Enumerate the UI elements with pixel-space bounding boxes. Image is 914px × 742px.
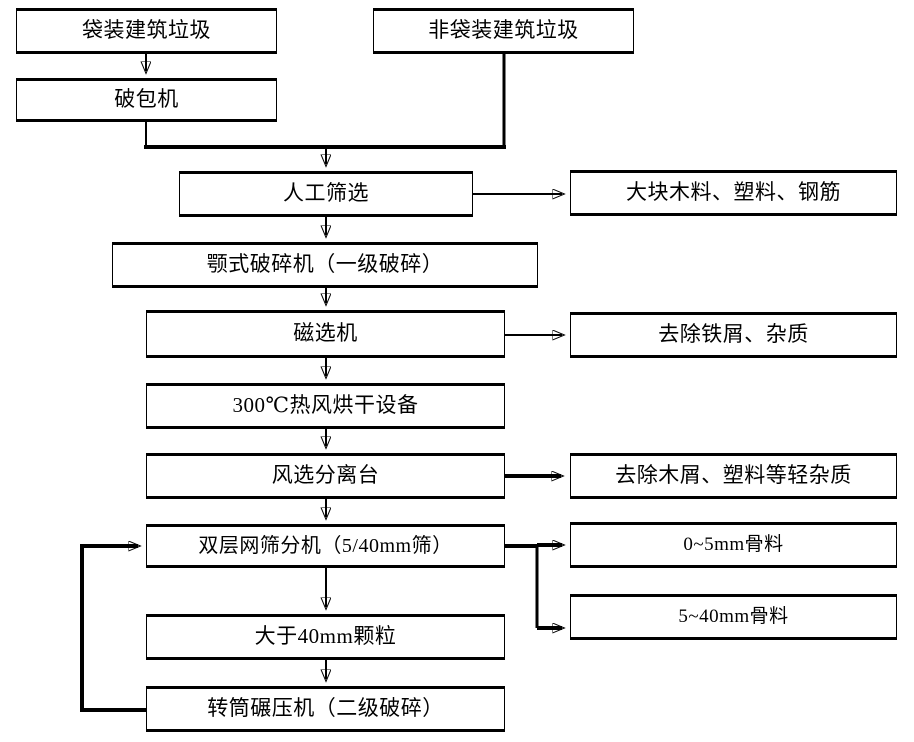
node-label: 人工筛选 [283, 181, 369, 206]
node-iron-output[interactable]: 去除铁屑、杂质 [570, 312, 897, 358]
node-label: 风选分离台 [271, 463, 380, 488]
node-magnetic-separator[interactable]: 磁选机 [146, 310, 505, 358]
node-label: 5~40mm骨料 [678, 605, 789, 627]
node-label: 大于40mm颗粒 [254, 624, 397, 649]
node-large-debris-output[interactable]: 大块木料、塑料、钢筋 [570, 170, 897, 216]
node-label: 非袋装建筑垃圾 [428, 18, 579, 43]
node-label: 袋装建筑垃圾 [82, 18, 211, 43]
node-light-waste-output[interactable]: 去除木屑、塑料等轻杂质 [570, 453, 897, 499]
node-manual-sorting[interactable]: 人工筛选 [179, 171, 473, 217]
node-label: 转筒碾压机（二级破碎） [207, 696, 444, 721]
node-label: 颚式破碎机（一级破碎） [206, 252, 444, 277]
node-oversize-40mm[interactable]: 大于40mm颗粒 [146, 614, 505, 660]
node-label: 300℃热风烘干设备 [232, 393, 419, 418]
node-jaw-crusher[interactable]: 颚式破碎机（一级破碎） [112, 242, 538, 288]
node-label: 0~5mm骨料 [683, 533, 784, 555]
node-hot-air-dryer[interactable]: 300℃热风烘干设备 [146, 383, 505, 429]
connector-drum-press-recycle [80, 546, 146, 712]
node-label: 去除铁屑、杂质 [658, 322, 809, 347]
node-aggregate-5-40[interactable]: 5~40mm骨料 [570, 594, 897, 640]
node-unbagged-waste[interactable]: 非袋装建筑垃圾 [373, 8, 634, 54]
node-label: 磁选机 [293, 321, 358, 346]
node-label: 破包机 [114, 87, 179, 112]
node-aggregate-0-5[interactable]: 0~5mm骨料 [570, 522, 897, 568]
node-air-separator[interactable]: 风选分离台 [146, 453, 505, 499]
node-label: 双层网筛分机（5/40mm筛） [198, 535, 453, 557]
node-double-deck-screen[interactable]: 双层网筛分机（5/40mm筛） [146, 524, 505, 568]
node-label: 去除木屑、塑料等轻杂质 [615, 463, 852, 488]
node-drum-press[interactable]: 转筒碾压机（二级破碎） [146, 686, 505, 732]
node-label: 大块木料、塑料、钢筋 [626, 180, 841, 205]
node-bagged-waste[interactable]: 袋装建筑垃圾 [16, 8, 277, 54]
node-bag-breaker[interactable]: 破包机 [16, 78, 277, 122]
